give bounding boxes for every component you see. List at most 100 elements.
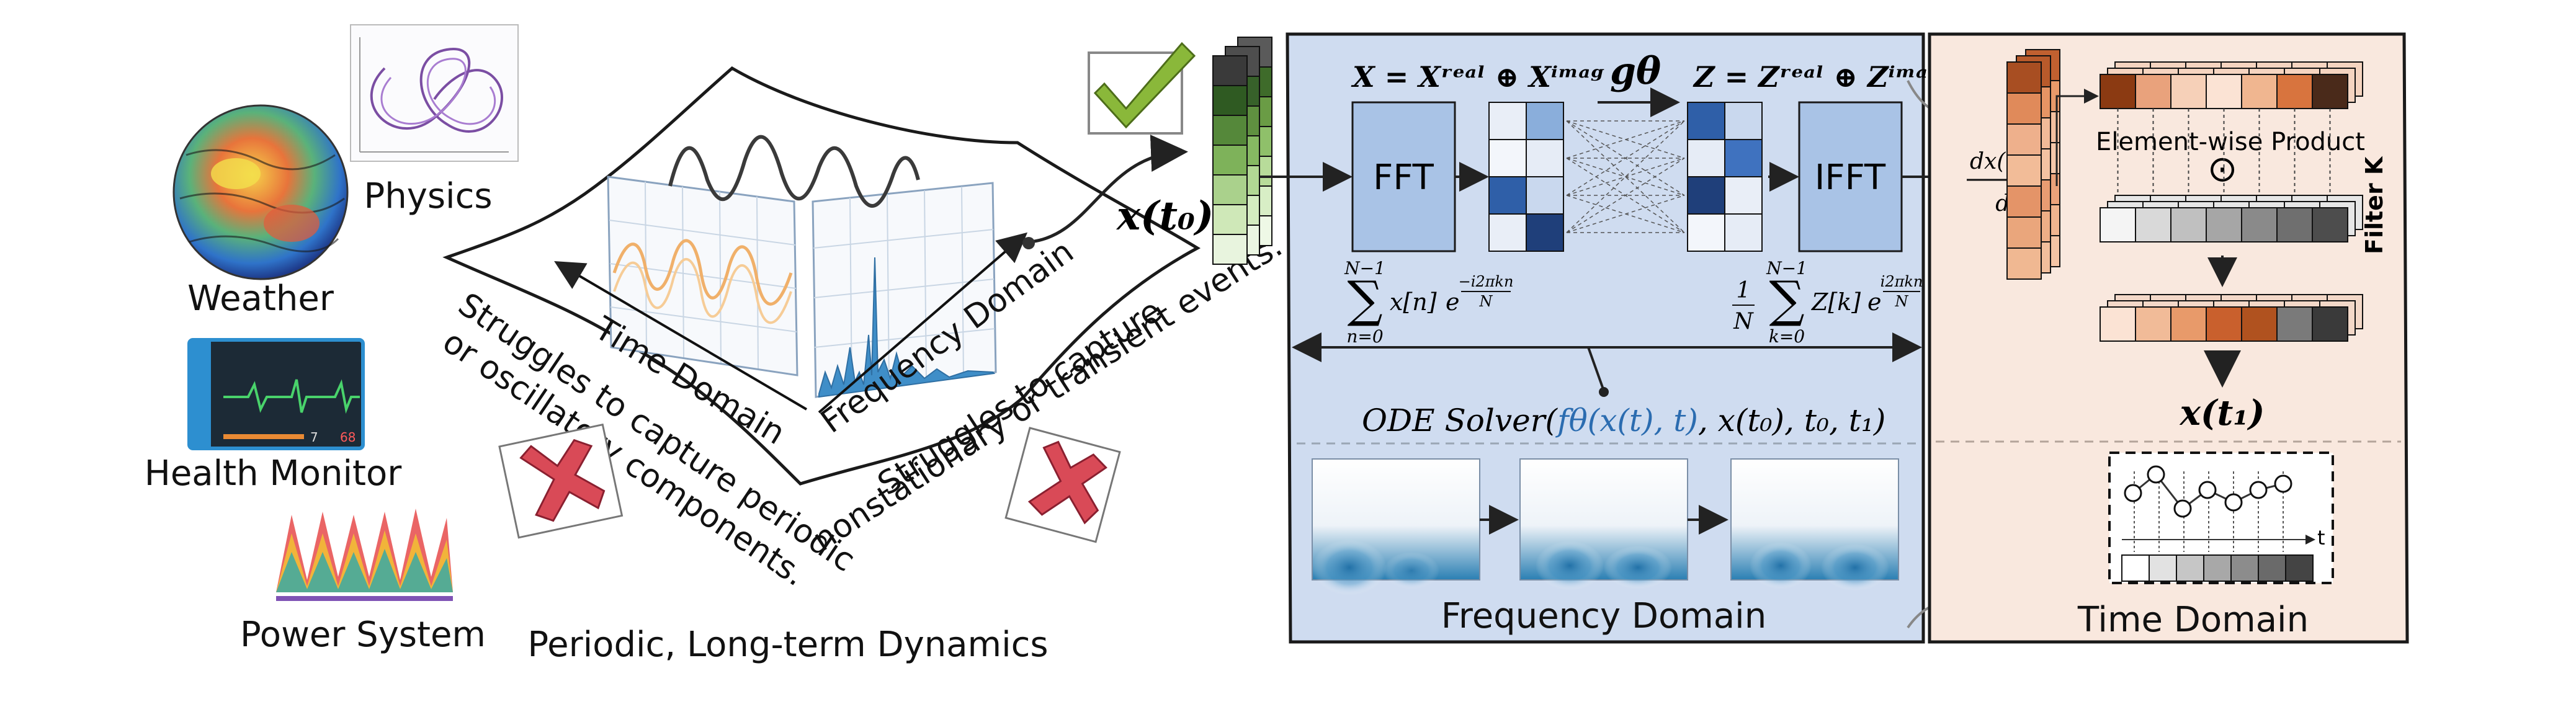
frequency-domain-panel	[812, 182, 997, 398]
time-axis-arrow	[554, 260, 808, 411]
spectrogram-2	[1519, 458, 1688, 590]
fft-e: e	[1446, 288, 1460, 316]
health-readout-left: 7	[310, 430, 318, 445]
time-gray-cell	[2258, 554, 2286, 582]
fft-sum-upper: N−1	[1344, 258, 1385, 278]
ode-solver-text: ODE Solver(fθ(x(t), t), x(t₀), t₀, t₁)	[1362, 403, 1885, 438]
fft-term: x[n]	[1390, 288, 1437, 316]
middle-caption: Frequency Domain	[1441, 596, 1766, 636]
ode-prefix: ODE Solver(	[1362, 403, 1559, 438]
input-x-t0-label: x(t₀)	[1116, 193, 1214, 239]
time-gray-cell	[2176, 554, 2204, 582]
matrix-x	[1488, 102, 1564, 252]
left-panel: Weather Physics 7 68 Health Monitor P	[145, 24, 1289, 665]
eq-z: Z = Zʳᵉᵃˡ ⊕ Zⁱᵐᵃᵍ	[1693, 60, 1942, 94]
physics-label: Physics	[364, 176, 492, 216]
result-cell	[2170, 306, 2207, 342]
time-gray-cell	[2285, 554, 2314, 582]
ode-span-arrow	[1292, 332, 1922, 397]
time-gray-cell	[2203, 554, 2232, 582]
product-cell	[2241, 74, 2278, 109]
filter-row	[2100, 195, 2363, 243]
mixing-line	[1566, 158, 1685, 196]
result-cell	[2206, 306, 2242, 342]
product-row-top	[2100, 61, 2363, 109]
product-cell	[2170, 74, 2207, 109]
check-icon	[1088, 42, 1196, 135]
result-cell	[2100, 306, 2136, 342]
filter-k-label: Filter K	[2361, 156, 2388, 254]
product-cell	[2312, 74, 2348, 109]
right-caption: Time Domain	[2077, 600, 2309, 640]
power-stack-icon	[276, 509, 453, 601]
matrix-z	[1687, 102, 1763, 252]
ode-f-theta: fθ(x(t), t)	[1555, 403, 1698, 438]
t-axis-label: t	[2317, 526, 2325, 550]
output-x-t1-label: x(t₁)	[2180, 393, 2265, 434]
heart-monitor-icon: 7 68	[187, 338, 365, 450]
weather-label: Weather	[187, 278, 334, 319]
product-cell	[2276, 74, 2313, 109]
fft-formula: N−1 ∑ n=0 x[n] e −i2πkn N	[1344, 258, 1513, 347]
filter-cell	[2100, 207, 2136, 243]
time-gray-cell	[2230, 554, 2259, 582]
mixing-line	[1566, 195, 1685, 233]
ifft-label: IFFT	[1815, 158, 1886, 198]
ifft-formula: 1 N N−1 ∑ k=0 Z[k] e i2πkn N	[1732, 258, 1923, 347]
time-domain-inset: t	[2108, 452, 2334, 584]
elementwise-product-label: Element-wise Product	[2096, 128, 2365, 156]
filter-cell	[2276, 207, 2313, 243]
result-cell	[2312, 306, 2348, 342]
filter-cell	[2312, 207, 2348, 243]
filter-cell	[2135, 207, 2171, 243]
time-gray-row	[2121, 554, 2314, 582]
product-cell	[2100, 74, 2136, 109]
ifft-sum-lower: k=0	[1769, 326, 1805, 347]
fft-exp-den: N	[1479, 293, 1493, 310]
filter-cell	[2206, 207, 2242, 243]
eq-g-theta: gθ	[1610, 50, 1661, 93]
result-row	[2100, 294, 2363, 342]
ifft-frac-den: N	[1733, 309, 1754, 334]
result-cell	[2276, 306, 2313, 342]
product-cell	[2135, 74, 2171, 109]
spectrogram-1	[1312, 458, 1480, 595]
stack-to-row-arrow	[2055, 89, 2099, 186]
result-cell	[2135, 306, 2171, 342]
input-arrow	[1029, 135, 1188, 244]
middle-panel: X = Xʳᵉᵃˡ ⊕ Xⁱᵐᵃᵍ gθ Z = Zʳᵉᵃˡ ⊕ Zⁱᵐᵃᵍ F…	[1259, 32, 2021, 644]
terrain-wave	[668, 135, 920, 208]
lorenz-attractor-icon	[350, 24, 519, 162]
fft-exp-num: −i2πkn	[1459, 273, 1514, 290]
globe-weather-icon	[172, 104, 349, 280]
fft-sigma: ∑	[1347, 270, 1382, 328]
g-theta-mixing	[1566, 120, 1685, 233]
ifft-exp-den: N	[1895, 293, 1909, 310]
cross-icon	[498, 423, 624, 539]
ode-suffix: , x(t₀), t₀, t₁)	[1698, 403, 1886, 438]
mixing-line	[1566, 158, 1685, 233]
frequency-axis-arrow	[818, 232, 1028, 414]
mixing-line	[1566, 120, 1685, 159]
left-caption: Periodic, Long-term Dynamics	[527, 625, 1048, 665]
ifft-box	[1798, 101, 1903, 252]
time-gray-cell	[2121, 554, 2150, 582]
ifft-sigma: ∑	[1769, 270, 1804, 328]
filter-cell	[2170, 207, 2207, 243]
cross-icon	[1004, 427, 1121, 543]
mixing-line	[1566, 120, 1685, 196]
health-monitor-label: Health Monitor	[145, 453, 403, 494]
fft-box	[1351, 101, 1456, 252]
ifft-frac-num: 1	[1737, 278, 1751, 303]
odot-symbol: ⊙	[2207, 148, 2238, 190]
product-cell	[2206, 74, 2242, 109]
result-cell	[2241, 306, 2278, 342]
fft-sum-lower: n=0	[1346, 326, 1383, 347]
input-dot	[1022, 237, 1035, 249]
fft-label: FFT	[1373, 158, 1434, 198]
input-green-stack	[1212, 37, 1272, 265]
filter-cell	[2241, 207, 2278, 243]
eq-x: X = Xʳᵉᵃˡ ⊕ Xⁱᵐᵃᵍ	[1351, 60, 1604, 94]
